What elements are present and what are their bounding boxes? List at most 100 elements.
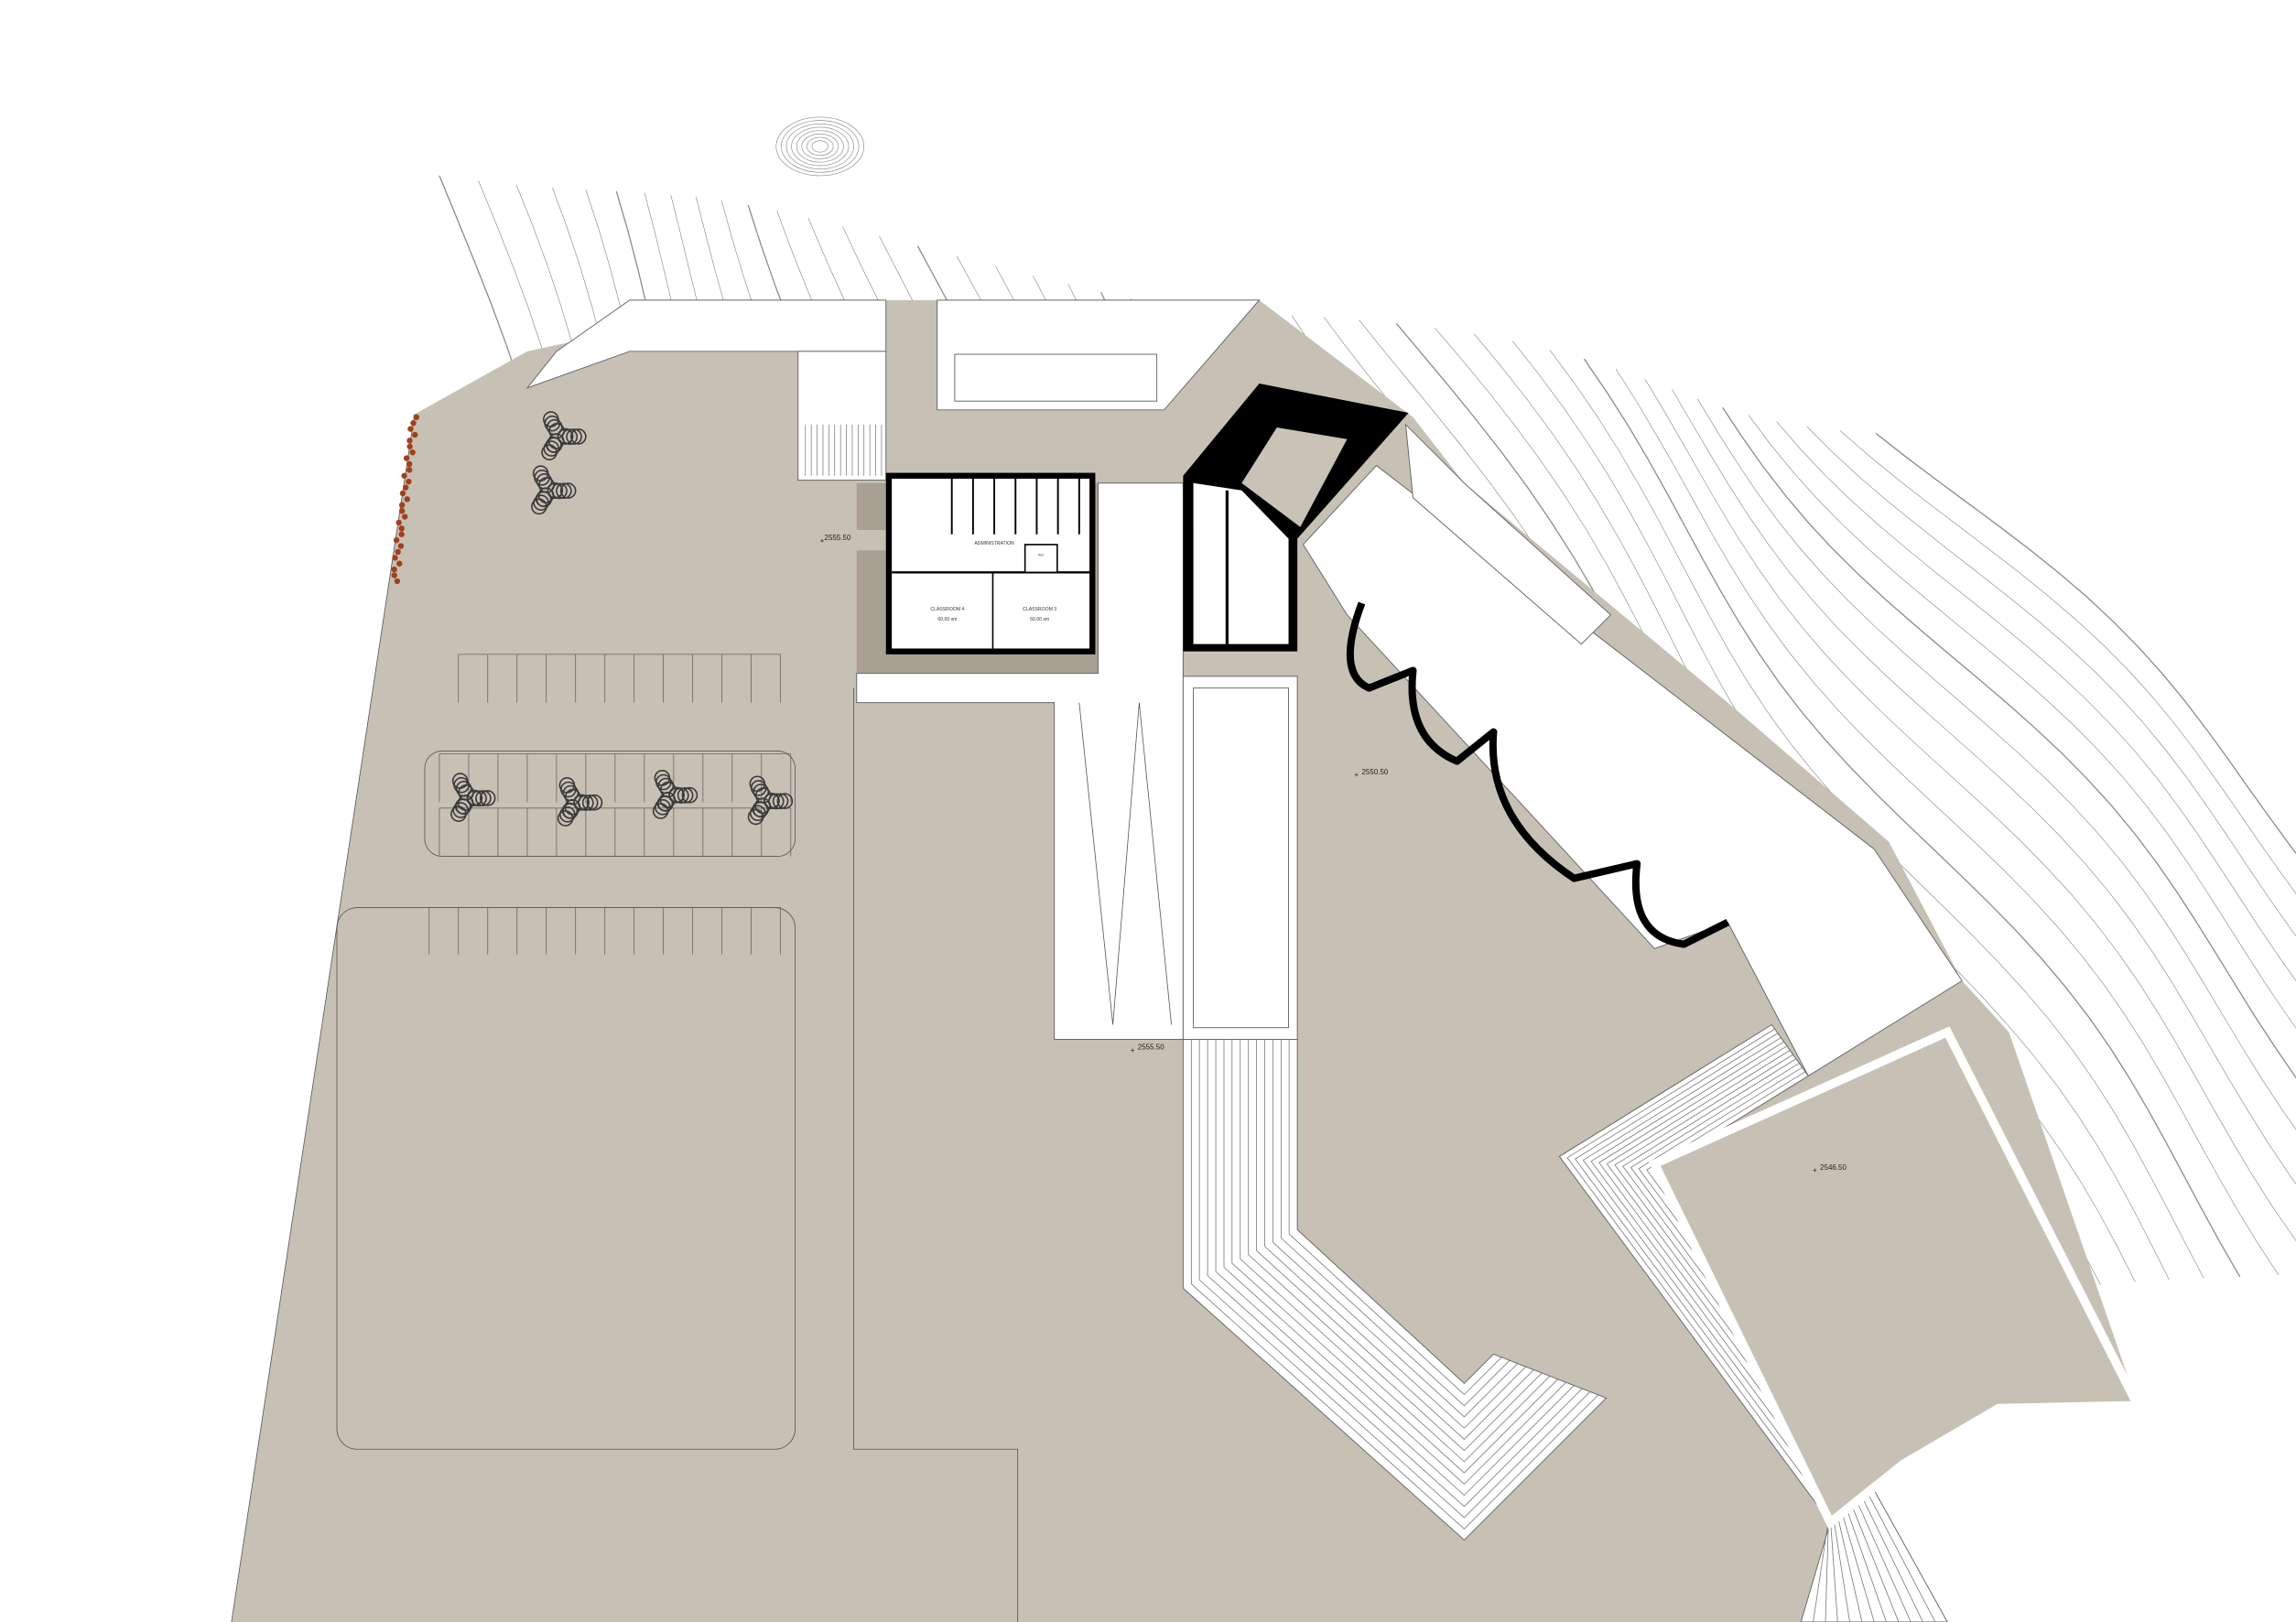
stair-tread [1256,1039,1534,1440]
hedge-shrub [399,490,406,497]
hedge-shrub [404,496,410,503]
hedge-shrub [410,419,417,427]
contour-line [1748,415,2296,1029]
svg-text:+: + [1131,1046,1135,1054]
svg-text:+: + [1813,1166,1817,1174]
contour-line [781,120,860,173]
hedge-shrub [394,578,401,585]
stair-tread [1223,1039,1566,1485]
stair-tread [1273,1039,1519,1418]
room-label-classroom-4: CLASSROOM 4 [930,607,964,612]
hedge-shrub [412,431,418,438]
hedge-shrub [398,531,405,537]
parking-lot [428,654,792,955]
hedge-shrub [398,507,406,514]
office-cells [950,478,1080,535]
stair-tread [1598,1045,1863,1622]
hedge [391,414,420,585]
hedge-shrub [402,484,409,491]
hedge-shrub [393,536,400,544]
lower-terrace [1648,1026,2145,1530]
elevation-mark: + 2546.50 [1813,1163,1847,1174]
hedge-shrub [406,478,412,485]
wave-wall [1346,601,1730,948]
contour-line [1644,379,2296,1241]
room-label-wc: WC [1038,553,1045,557]
tree [450,773,496,822]
contour-line [1875,432,2296,855]
stair-tread [1198,1039,1591,1519]
svg-text:+: + [820,536,825,545]
hedge-shrub [409,449,416,456]
stair-tread [1288,1039,1502,1396]
stair-tread [1190,1039,1599,1530]
hedge-shrub [403,455,410,461]
top-walkway [525,299,887,389]
entry-stair [797,351,887,481]
hedge-shrub [397,543,405,549]
contour-line [1583,358,2241,1278]
admin-entry-corridor [827,529,893,551]
stair-tread [1240,1039,1551,1463]
admin-building [885,472,1096,654]
tree [541,411,587,460]
stair-tread [1575,1033,1830,1622]
stair-tread [1582,1037,1838,1622]
svg-text:2555.50: 2555.50 [1138,1043,1164,1052]
stair-tread [1248,1039,1543,1452]
terrace-stairs-west [1182,1039,1608,1541]
hedge-shrub [391,572,397,579]
svg-text:2546.50: 2546.50 [1820,1163,1847,1172]
hedge-shrub [406,467,413,473]
contour-line [1839,430,2296,894]
contour-line [1615,369,2280,1276]
hedge-shrub [406,438,413,444]
stair-tread [1606,1050,1875,1622]
svg-text:2555.50: 2555.50 [825,534,851,542]
hedge-shrub [392,555,398,561]
contour-line [1696,398,2296,1130]
svg-text:+: + [1354,771,1359,779]
hedge-shrub [398,502,406,508]
room-label-classroom-3: CLASSROOM 3 [1023,607,1056,612]
contour-line [1671,389,2296,1184]
room-label-administration: ADMINISTRATION [974,541,1014,546]
room-area-classroom-4: 60.00 sm [937,617,957,622]
tree [652,770,699,819]
contour-line [1806,426,2296,937]
hedge-shrub [396,560,403,567]
hedge-shrub [413,414,420,420]
elevation-mark: + 2550.50 [1354,768,1388,779]
tree [747,775,794,826]
contour-line [796,130,844,163]
top-pool [954,353,1158,402]
elevation-mark: + 2555.50 [820,534,851,545]
contour-line [791,126,850,167]
stair-tread [1264,1039,1526,1429]
stair-tread [1207,1039,1583,1508]
elevation-mark: + 2555.50 [1131,1043,1164,1054]
hedge-shrub [391,566,397,573]
hedge-shrub [402,514,408,520]
contour-line [801,134,839,159]
hedge-shrub [401,472,407,479]
stair-tread [1566,1028,1831,1622]
hedge-shrub [395,548,401,556]
contour-line [807,136,834,157]
contour-line [1776,421,2296,981]
svg-text:2550.50: 2550.50 [1361,768,1388,776]
stair-tread [1231,1039,1559,1474]
hedge-shrub [406,460,413,468]
tree [531,465,577,515]
contour-line [811,140,829,153]
hedge-shrub [407,426,414,432]
tree [557,777,603,827]
contour-line [1722,406,2296,1079]
wc-block [1023,544,1058,574]
hedge-shrub [406,443,413,449]
trees [450,411,794,827]
contour-line [785,123,854,169]
hedge-shrub [395,519,402,526]
contour-line [775,116,865,177]
